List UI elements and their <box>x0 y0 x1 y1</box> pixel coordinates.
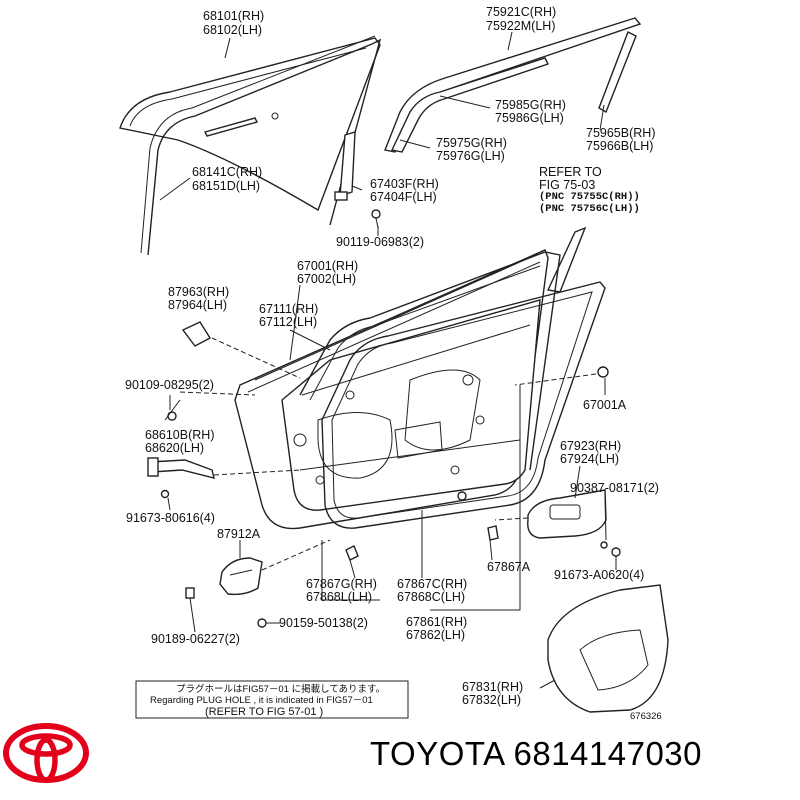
label-67861: 67861(RH) <box>406 615 467 629</box>
label-75966B: 75966B(LH) <box>586 139 653 153</box>
glass-inner-mark <box>203 117 259 137</box>
door-frame-part <box>299 251 561 471</box>
label-90189: 90189-06227(2) <box>151 632 240 646</box>
door-inner-panel <box>281 299 541 511</box>
belt-moulding-part <box>546 226 587 293</box>
label-87912A: 87912A <box>217 527 261 541</box>
label-68101: 68101(RH) <box>203 9 264 23</box>
screw-icon <box>371 209 381 219</box>
label-90119: 90119-06983(2) <box>336 235 424 249</box>
label-91673-80616: 91673-80616(4) <box>126 511 215 525</box>
label-68620: 68620(LH) <box>145 441 204 455</box>
label-67831: 67831(RH) <box>462 680 523 694</box>
moulding-75985G-part <box>390 57 549 153</box>
label-68151D: 68151D(LH) <box>192 179 260 193</box>
label-67862: 67862(LH) <box>406 628 465 642</box>
label-68141C: 68141C(RH) <box>192 165 262 179</box>
label-75965B: 75965B(RH) <box>586 126 655 140</box>
label-67111: 67111(RH) <box>259 302 318 316</box>
label-67001A: 67001A <box>583 398 627 412</box>
label-75976G: 75976G(LH) <box>436 149 505 163</box>
label-90159: 90159-50138(2) <box>279 616 368 630</box>
plug-icon <box>597 366 609 378</box>
label-75985G: 75985G(RH) <box>495 98 566 112</box>
label-91673-A0620: 91673-A0620(4) <box>554 568 644 582</box>
note-refer: (REFER TO FIG 57-01 ) <box>205 706 323 718</box>
label-67924: 67924(LH) <box>560 452 619 466</box>
glass-run-part <box>147 38 382 256</box>
door-check-part <box>149 459 215 479</box>
label-68102: 68102(LH) <box>203 23 262 37</box>
division-bar-part <box>339 131 356 197</box>
service-hole-cover-part <box>547 584 669 713</box>
mirror-cover-part <box>181 321 211 347</box>
part-number: 6814147030 <box>513 735 703 772</box>
plug-hole-note-box <box>135 680 409 719</box>
label-fig-75-03: FIG 75-03 <box>539 178 595 192</box>
label-75986G: 75986G(LH) <box>495 111 564 125</box>
label-refer-to: REFER TO <box>539 165 602 179</box>
moulding-75965B-part <box>598 31 637 114</box>
label-67404F: 67404F(LH) <box>370 190 437 204</box>
label-pnc-lh: (PNC 75756C(LH)) <box>539 203 640 215</box>
label-87964: 87964(LH) <box>168 298 227 312</box>
label-75922M: 75922M(LH) <box>486 19 555 33</box>
outside-handle-part <box>527 489 607 539</box>
label-67832: 67832(LH) <box>462 693 521 707</box>
label-67403F: 67403F(RH) <box>370 177 439 191</box>
brand-name: TOYOTA <box>370 735 504 772</box>
note-japanese: プラグホールはFIG57－01 に掲載してあります。 <box>176 683 385 695</box>
label-67868L: 67868L(LH) <box>306 590 372 604</box>
label-67923: 67923(RH) <box>560 439 621 453</box>
label-67868C: 67868C(LH) <box>397 590 465 604</box>
label-67867C: 67867C(RH) <box>397 577 467 591</box>
label-90109: 90109-08295(2) <box>125 378 214 392</box>
label-67112: 67112(LH) <box>259 315 317 329</box>
label-67867A: 67867A <box>487 560 531 574</box>
label-67867G: 67867G(RH) <box>306 577 377 591</box>
label-75921C: 75921C(RH) <box>486 5 556 19</box>
label-67002: 67002(LH) <box>297 272 356 286</box>
label-87963: 87963(RH) <box>168 285 229 299</box>
weatherstrip-part <box>321 281 606 529</box>
brand-and-part-number: TOYOTA 6814147030 <box>370 735 702 773</box>
toyota-logo-icon <box>3 723 89 783</box>
label-pnc-rh: (PNC 75755C(RH)) <box>539 191 640 203</box>
label-68610B: 68610B(RH) <box>145 428 214 442</box>
label-67001: 67001(RH) <box>297 259 358 273</box>
inside-handle-part <box>219 557 263 596</box>
label-90387: 90387-08171(2) <box>570 481 659 495</box>
label-75975G: 75975G(RH) <box>436 136 507 150</box>
diagram-number: 676326 <box>630 711 662 722</box>
note-english: Regarding PLUG HOLE , it is indicated in… <box>150 695 373 706</box>
